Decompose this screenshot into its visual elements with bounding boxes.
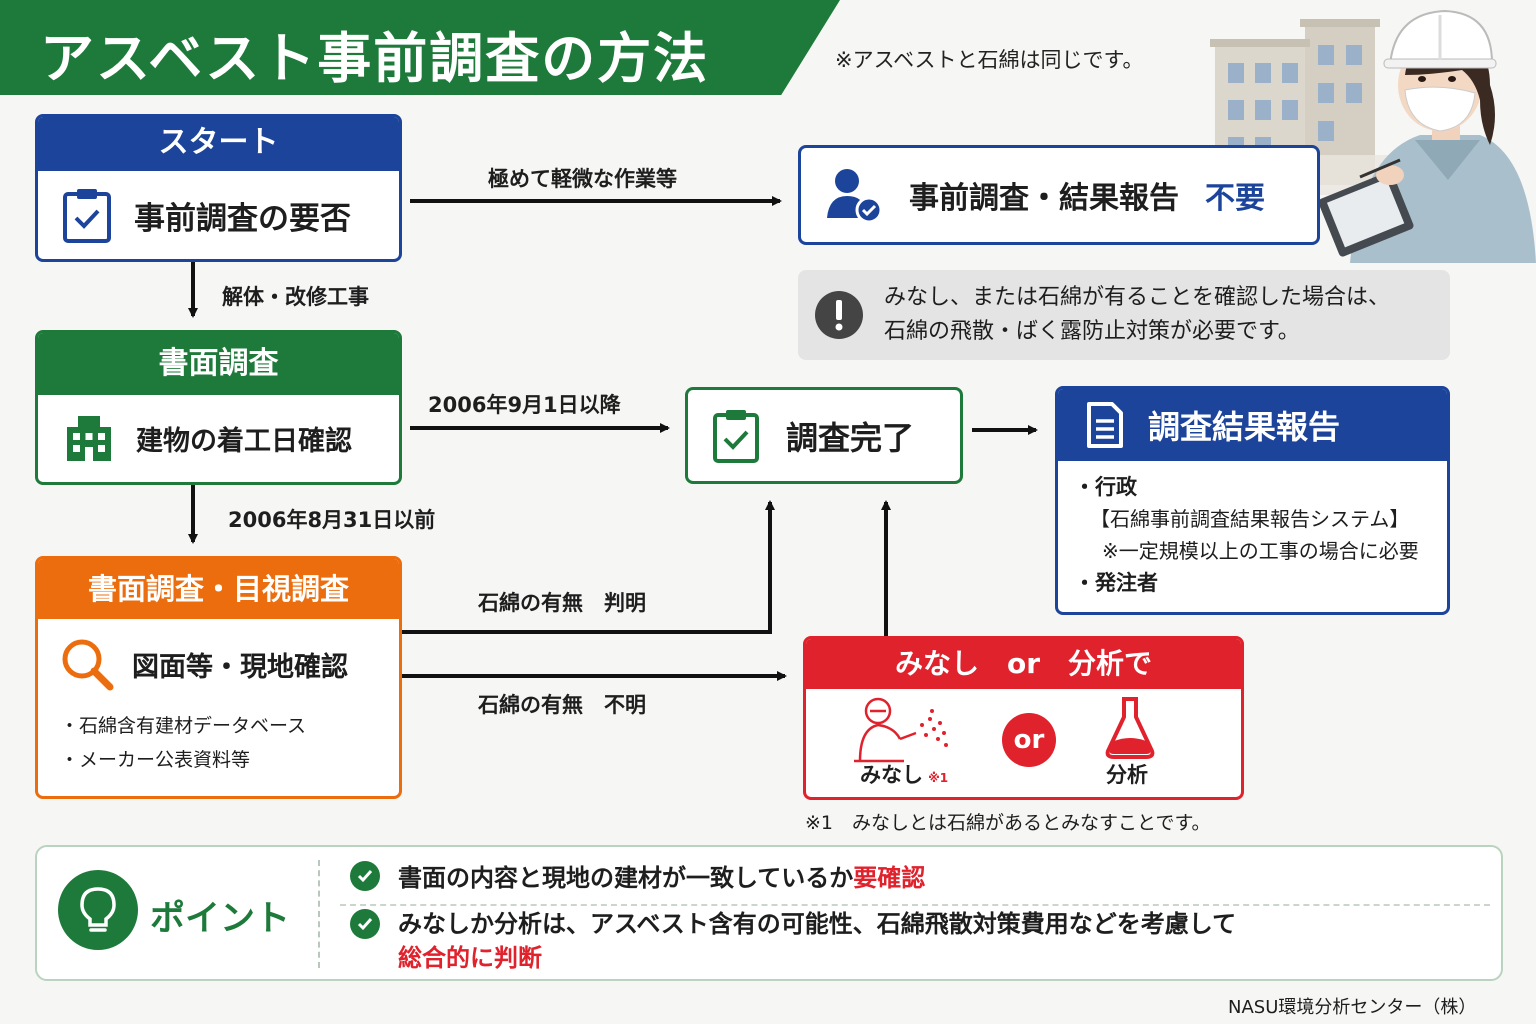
deem-or-analyze-box: みなし or 分析で みなし ※1 or 分析	[803, 636, 1244, 800]
visual-survey-header: 書面調査・目視調査	[38, 559, 399, 619]
building-icon	[67, 416, 111, 461]
point-item-1: 書面の内容と現地の建材が一致しているか要確認	[350, 858, 925, 893]
arrow-visual-found-to-complete	[402, 500, 775, 634]
visual-survey-box: 書面調査・目視調査 図面等・現地確認 ・石綿含有建材データベース ・メーカー公表…	[35, 556, 402, 799]
not-needed-box: 事前調査・結果報告 不要	[798, 145, 1320, 245]
clipboard-check-icon	[63, 189, 111, 243]
not-needed-highlight: 不要	[1205, 181, 1265, 216]
start-box: スタート 事前調査の要否	[35, 114, 402, 262]
point-item-1-text: 書面の内容と現地の建材が一致しているか	[398, 864, 854, 892]
report-item-client: ・発注者	[1074, 571, 1158, 595]
credit: NASU環境分析センター（株）	[1228, 997, 1477, 1018]
warning-note: みなし、または石綿が有ることを確認した場合は、 石綿の飛散・ばく露防止対策が必要…	[798, 270, 1450, 360]
point-separator	[340, 904, 1490, 906]
exclamation-icon	[815, 291, 863, 339]
visual-survey-item: ・メーカー公表資料等	[60, 749, 251, 771]
start-label: 事前調査の要否	[134, 200, 351, 237]
survey-complete-box: 調査完了	[685, 387, 963, 484]
deem-footnote-mark: ※1	[928, 771, 949, 785]
point-item-1-highlight: 要確認	[853, 864, 926, 892]
point-divider	[318, 860, 320, 968]
clipboard-illustration	[1318, 171, 1414, 257]
report-box: 調査結果報告 ・行政 【石綿事前調査結果報告システム】 ※一定規模以上の工事の場…	[1055, 386, 1450, 615]
edge-label-demolition: 解体・改修工事	[222, 285, 369, 309]
report-header-bar: 調査結果報告	[1058, 389, 1447, 461]
person-check-icon	[827, 169, 883, 224]
point-title: ポイント	[150, 899, 291, 939]
point-item-2: みなしか分析は、アスベスト含有の可能性、石綿飛散対策費用などを考慮して 総合的に…	[350, 907, 1236, 975]
document-survey-box: 書面調査 建物の着工日確認	[35, 330, 402, 485]
edge-label-found: 石綿の有無 判明	[478, 591, 646, 615]
deem-or-analyze-header: みなし or 分析で	[806, 639, 1241, 689]
analyze-label: 分析	[1106, 763, 1148, 787]
edge-label-after-2006: 2006年9月1日以降	[428, 393, 621, 417]
report-item-admin: ・行政	[1074, 475, 1137, 499]
edge-label-unknown: 石綿の有無 不明	[478, 693, 646, 717]
point-item-2-highlight: 総合的に判断	[398, 944, 542, 972]
protective-suit-worker-icon	[854, 697, 948, 763]
document-survey-label: 建物の着工日確認	[136, 425, 352, 457]
deem-label: みなし	[860, 763, 923, 787]
not-needed-label: 事前調査・結果報告	[909, 181, 1179, 216]
clipboard-check-icon	[713, 409, 759, 463]
report-item-system: 【石綿事前調査結果報告システム】	[1090, 507, 1410, 531]
point-panel	[35, 845, 1503, 981]
report-header: 調査結果報告	[1148, 408, 1341, 446]
edge-label-minor-work: 極めて軽微な作業等	[488, 167, 677, 191]
point-badge	[58, 870, 138, 950]
lightbulb-icon	[80, 887, 116, 932]
document-survey-header: 書面調査	[38, 333, 399, 395]
warning-line1: みなし、または石綿が有ることを確認した場合は、	[884, 285, 1391, 310]
report-item-note: ※一定規模以上の工事の場合に必要	[1102, 539, 1419, 563]
check-icon	[350, 860, 380, 891]
visual-survey-item: ・石綿含有建材データベース	[60, 715, 307, 737]
or-badge: or	[1002, 713, 1056, 767]
check-icon	[350, 909, 380, 939]
document-icon	[1087, 402, 1123, 448]
visual-survey-label: 図面等・現地確認	[132, 651, 348, 683]
flask-icon	[1105, 697, 1155, 759]
search-icon	[62, 639, 114, 691]
title-banner	[0, 0, 840, 95]
survey-complete-label: 調査完了	[786, 418, 915, 457]
start-header: スタート	[38, 117, 399, 171]
header-note: ※アスベストと石綿は同じです。	[835, 48, 1144, 72]
page-title: アスベスト事前調査の方法	[40, 27, 710, 90]
deem-footnote: ※1 みなしとは石綿があるとみなすことです。	[805, 812, 1211, 834]
edge-label-before-2006: 2006年8月31日以前	[228, 508, 436, 532]
warning-line2: 石綿の飛散・ばく露防止対策が必要です。	[884, 319, 1300, 344]
point-item-2-text: みなしか分析は、アスベスト含有の可能性、石綿飛散対策費用などを考慮して	[398, 910, 1237, 938]
